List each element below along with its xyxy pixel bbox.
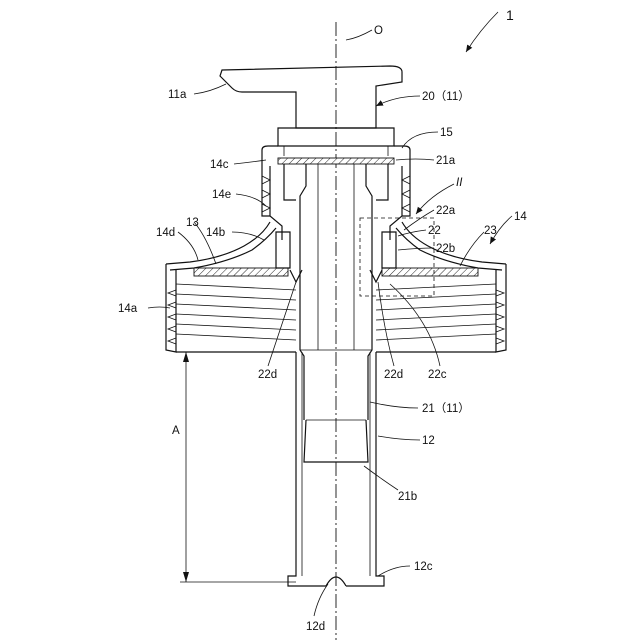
label-21-11: 21（11） [422, 402, 470, 415]
label-21a: 21a [436, 155, 456, 167]
label-12d: 12d [306, 621, 325, 633]
axis-label: O [374, 25, 383, 37]
label-22c: 22c [428, 369, 447, 381]
label-21b: 21b [398, 491, 417, 503]
label-II: II [456, 177, 463, 189]
label-22b: 22b [436, 243, 455, 255]
label-15: 15 [440, 127, 453, 139]
gasket-23 [382, 268, 478, 276]
label-14b: 14b [206, 227, 225, 239]
dimension-A [180, 352, 296, 582]
label-20-11: 20（11） [422, 90, 470, 103]
label-A: A [172, 425, 180, 437]
label-14d: 14d [156, 227, 175, 239]
label-14e: 14e [212, 189, 231, 201]
label-22: 22 [428, 225, 441, 237]
label-14c: 14c [210, 159, 229, 171]
label-14: 14 [514, 211, 527, 223]
label-22d-left: 22d [258, 369, 277, 381]
label-12: 12 [422, 435, 435, 447]
label-14a: 14a [118, 303, 138, 315]
label-12c: 12c [414, 561, 433, 573]
label-11a: 11a [168, 89, 187, 101]
gasket-13 [194, 268, 288, 276]
label-23: 23 [484, 225, 497, 237]
pump-head [220, 66, 402, 156]
label-13: 13 [186, 217, 199, 229]
seal-21a [278, 158, 394, 164]
label-22a: 22a [436, 205, 456, 217]
label-22d-right: 22d [384, 369, 403, 381]
fig-number-label: 1 [506, 7, 514, 23]
